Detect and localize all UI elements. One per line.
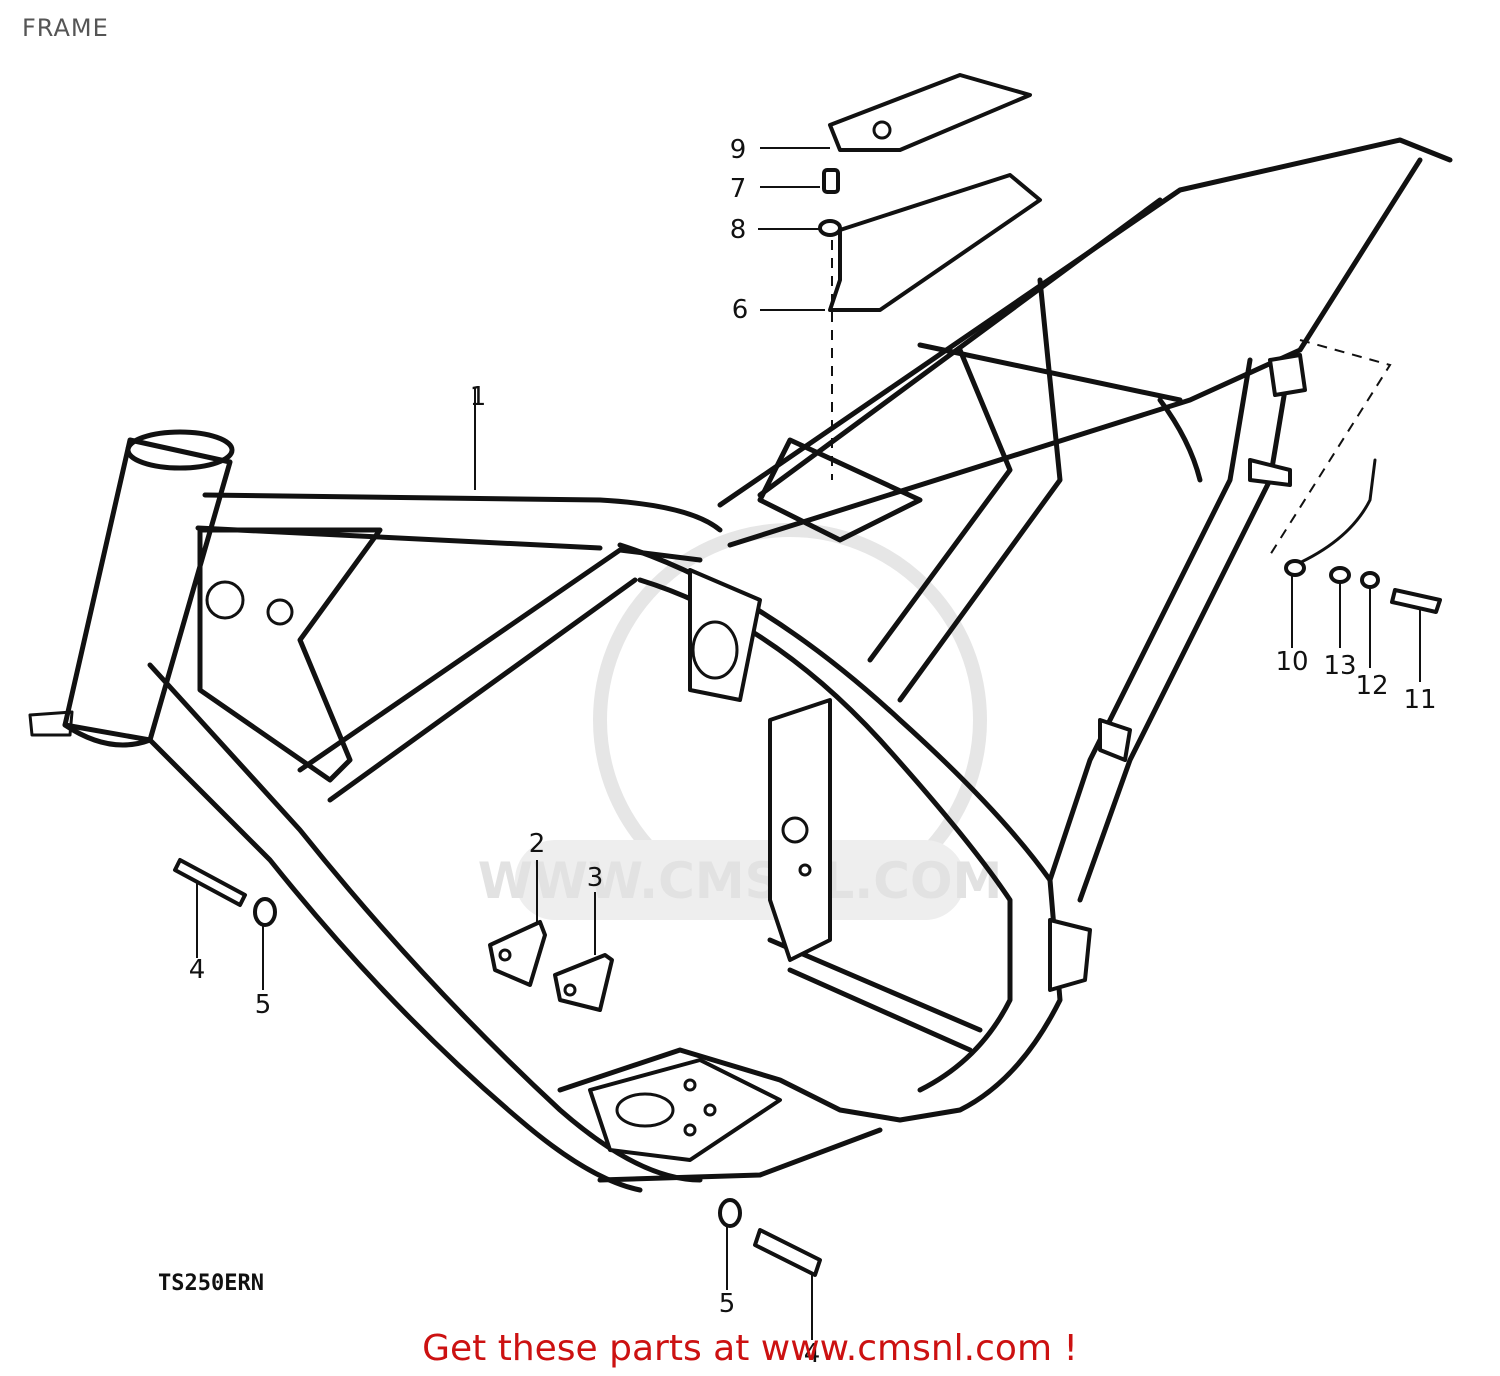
plate-parts [488,920,614,1012]
callout-labels: 1 2 3 4 4 5 5 6 7 8 9 10 11 12 13 [189,135,1437,1369]
left-bolts [173,858,277,927]
callout-5-bottom: 5 [719,1289,736,1319]
bottom-bolts [718,1198,822,1277]
callout-4-left: 4 [189,955,206,985]
callout-5-left: 5 [255,990,272,1020]
watermark-text: WWW.CMSNL.COM [478,852,1003,910]
bolt-part-4-bottom [753,1228,822,1277]
nut-part-5-left [253,897,277,927]
callout-12: 12 [1355,671,1388,701]
watermark: WWW.CMSNL.COM [478,523,1003,920]
washer-part-13 [1329,566,1351,584]
callout-6: 6 [732,295,749,325]
callout-10: 10 [1275,647,1308,677]
bolt-part-11 [1390,588,1442,614]
callout-13: 13 [1323,651,1356,681]
cover-part-9 [828,73,1032,152]
washer-part-12 [1360,571,1380,589]
plate-part-3 [553,953,614,1012]
callout-2: 2 [529,829,546,859]
callout-1: 1 [470,382,487,412]
washer-part-8 [818,219,842,237]
leader-lines [196,147,1421,1340]
stay-part-10 [1284,559,1306,577]
seat-bracket-assembly [818,73,1042,480]
callout-11: 11 [1403,685,1436,715]
callout-7: 7 [730,174,747,204]
model-code: TS250ERN [158,1271,264,1296]
plate-part-2 [488,920,547,987]
bolt-part-4-left [173,858,247,907]
callout-9: 9 [730,135,747,165]
page-title: FRAME [22,14,109,42]
callout-3: 3 [587,863,604,893]
frame-body [28,137,1453,1193]
nut-part-5-bottom [718,1198,742,1228]
stay-assembly [1269,339,1442,614]
parts-shop-link[interactable]: Get these parts at www.cmsnl.com ! [422,1328,1078,1369]
bracket-part-6 [828,173,1042,312]
screw-part-7 [822,168,840,194]
callout-8: 8 [730,215,747,245]
callout-4-bottom: 4 [804,1339,821,1369]
